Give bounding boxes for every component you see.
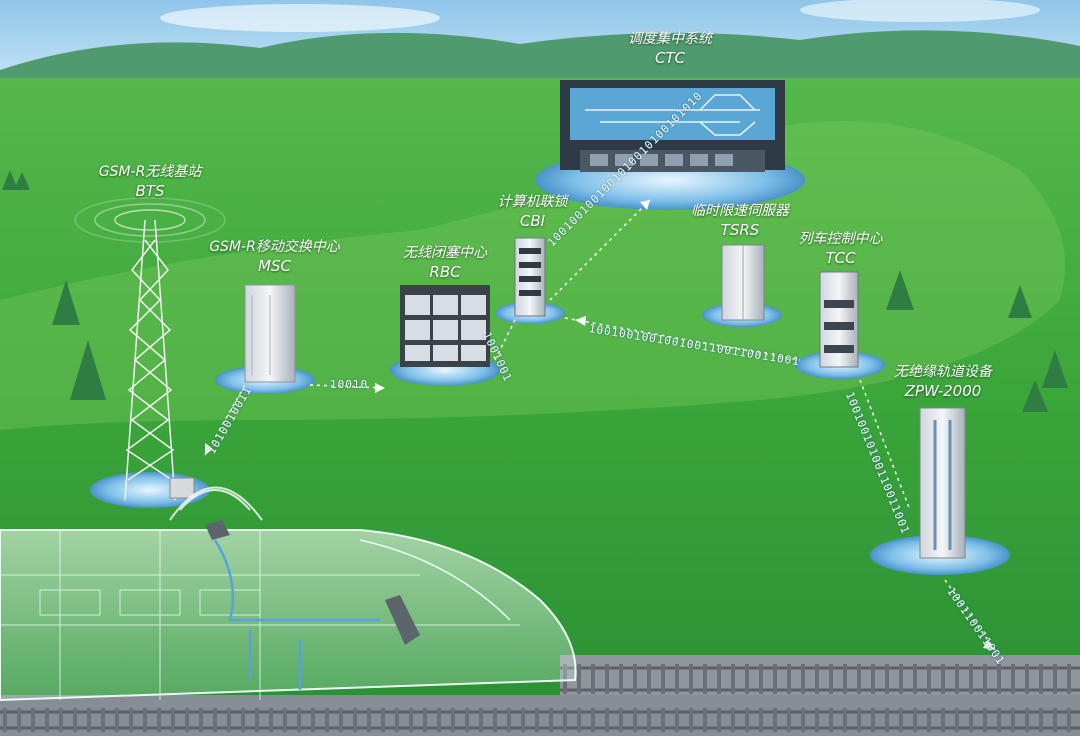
zpw-cabinet [919, 407, 966, 559]
bts-equipment-box [169, 477, 195, 499]
bts-label: GSM-R无线基站 BTS [80, 163, 220, 201]
rbc-name-cn: 无线闭塞中心 [403, 245, 487, 261]
rbc-cabinet [400, 285, 490, 367]
msc-label: GSM-R移动交换中心 MSC [192, 238, 357, 276]
msc-name-cn: GSM-R移动交换中心 [209, 239, 340, 255]
zpw-name-cn: 无绝缘轨道设备 [894, 364, 992, 380]
link-arrows [205, 200, 995, 650]
data-links [204, 199, 996, 651]
cbi-name-en: CBI [519, 212, 546, 230]
ctc-name-en: CTC [654, 49, 686, 67]
cbi-cabinet [514, 237, 546, 317]
ctc-control-room [560, 80, 785, 172]
rbc-name-en: RBC [429, 263, 461, 281]
tcc-name-en: TCC [825, 249, 856, 267]
zpw-label: 无绝缘轨道设备 ZPW-2000 [878, 363, 1008, 401]
trees [2, 170, 1068, 412]
msc-cabinet [244, 284, 296, 383]
msc-name-en: MSC [258, 257, 291, 275]
cbi-name-cn: 计算机联锁 [497, 194, 568, 210]
rbc-label: 无线闭塞中心 RBC [385, 244, 505, 282]
ctc-label: 调度集中系统 CTC [595, 30, 745, 68]
bts-name-en: BTS [135, 182, 165, 200]
tcc-label: 列车控制中心 TCC [783, 230, 898, 268]
cbi-label: 计算机联锁 CBI [480, 193, 585, 231]
bts-name-cn: GSM-R无线基站 [98, 164, 202, 180]
zpw-name-en: ZPW-2000 [904, 382, 982, 400]
bts-tower [74, 197, 226, 501]
tcc-name-cn: 列车控制中心 [798, 231, 883, 247]
msc-rbc-bits: 10010 [330, 378, 369, 391]
tsrs-name-cn: 临时限速伺服器 [691, 203, 789, 219]
high-speed-train [0, 486, 577, 702]
ctc-name-cn: 调度集中系统 [628, 31, 712, 47]
tcc-cabinet [819, 271, 859, 368]
tsrs-label: 临时限速伺服器 TSRS [675, 202, 805, 240]
tsrs-cabinet [721, 244, 765, 321]
tsrs-name-en: TSRS [720, 221, 760, 239]
